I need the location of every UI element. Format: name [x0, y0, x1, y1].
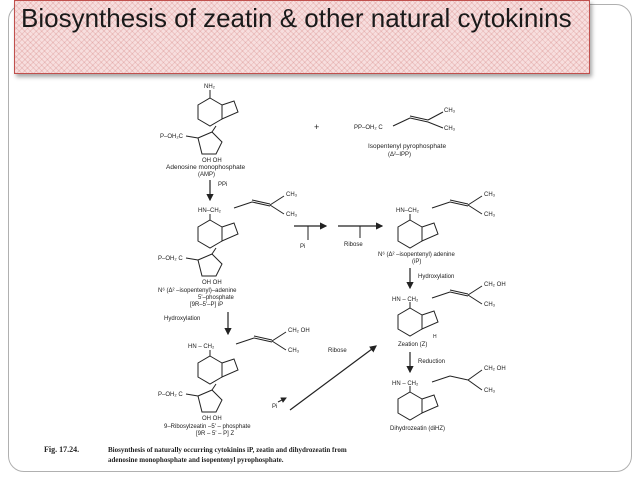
- title-box: Biosynthesis of zeatin & other natural c…: [14, 0, 590, 74]
- ribose-bottom-label: Ribose: [328, 348, 347, 354]
- dihydrozeatin-name: Dihydrozeatin (diHZ): [390, 426, 445, 432]
- pi-label: Pi: [300, 244, 305, 250]
- zeatin-ch2oh: CH₂ OH: [484, 282, 506, 288]
- ipp-name: Isopentenyl pyrophosphate: [368, 143, 446, 150]
- ipr-hn: HN–CH₂: [198, 208, 222, 214]
- dihydrozeatin-ch3: CH₃: [484, 388, 496, 394]
- arrow-pi-bottom: [277, 397, 287, 403]
- dihydrozeatin-ch2oh: CH₂ OH: [484, 366, 506, 372]
- amp-phosphate: P–OH₂C: [160, 134, 184, 140]
- biosynthesis-diagram: NH₂ P–OH₂C OH OH Adenosine monophosphate…: [44, 84, 506, 464]
- ip-structure: [397, 195, 483, 249]
- amp-abbr: (AMP): [198, 172, 215, 178]
- ribosylzeatin-name: 9–Ribosylzeatin –5' – phosphate: [164, 424, 251, 430]
- zeatin-structure: [397, 285, 483, 337]
- slide-frame: [8, 4, 632, 472]
- ribosylzeatin-ch2oh: CH₂ OH: [288, 328, 310, 334]
- slide-title: Biosynthesis of zeatin & other natural c…: [21, 3, 572, 33]
- ribosylzeatin-structure: [185, 331, 287, 413]
- ipr-structure: [185, 195, 285, 277]
- ip-ch3-top: CH₃: [484, 192, 496, 198]
- ribosylzeatin-phosphate: P–OH₂ C: [158, 392, 183, 398]
- dihydrozeatin-hn: HN – CH₂: [392, 381, 419, 387]
- ipp-ch3-bottom: CH₃: [444, 126, 456, 132]
- hydroxylation-right: Hydroxylation: [418, 274, 454, 280]
- ribose-top-label: Ribose: [344, 242, 363, 248]
- amp-structure: [185, 90, 239, 155]
- pi-bottom-label: Pi: [272, 404, 277, 410]
- ribosylzeatin-oh: OH OH: [202, 416, 222, 422]
- caption-line-2: adenosine monophosphate and isopentenyl …: [108, 456, 284, 464]
- ip-abbr: (iP): [412, 259, 421, 265]
- ribosylzeatin-hn: HN – CH₂: [188, 344, 215, 350]
- zeatin-h: H: [433, 334, 437, 340]
- hydroxylation-left: Hydroxylation: [164, 316, 200, 322]
- ipr-ch3-top: CH₃: [286, 192, 298, 198]
- ipp-abbr: (Δ²–IPP): [388, 152, 411, 158]
- amp-nh2: NH₂: [204, 84, 216, 90]
- ipr-phosphate: P–OH₂ C: [158, 256, 183, 262]
- amp-name: Adenosine monophosphate: [166, 164, 246, 171]
- ipr-oh: OH OH: [202, 280, 222, 286]
- plus-sign: +: [314, 122, 319, 132]
- ipr-name-1: N⁶ (Δ² –isopentenyl)–adenine: [158, 287, 237, 294]
- ip-hn: HN–CH₂: [396, 208, 420, 214]
- zeatin-ch3: CH₃: [484, 302, 496, 308]
- dihydrozeatin-structure: [397, 369, 483, 421]
- amp-oh: OH OH: [202, 158, 222, 164]
- ipr-name-2: 5'–phosphate: [198, 295, 235, 301]
- ribosylzeatin-ch3: CH₃: [288, 348, 300, 354]
- ip-ch3-bottom: CH₃: [484, 212, 496, 218]
- zeatin-hn: HN – CH₂: [392, 297, 419, 303]
- reduction-label: Reduction: [418, 359, 445, 365]
- ribosylzeatin-abbr: [9R – 5' – P] Z: [196, 431, 234, 437]
- ipp-structure: [392, 111, 444, 129]
- caption-line-1: Biosynthesis of naturally occurring cyto…: [108, 446, 347, 454]
- zeatin-name: Zeation (Z): [398, 342, 427, 348]
- ipr-ch3-bottom: CH₃: [286, 212, 298, 218]
- arrow-rz-to-z: [289, 345, 377, 411]
- caption-label: Fig. 17.24.: [44, 445, 79, 454]
- ipp-ch3-top: CH₃: [444, 108, 456, 114]
- ipp-group: PP–OH₂ C: [354, 125, 383, 131]
- ip-name: N⁶ (Δ² –isopentenyl) adenine: [378, 251, 456, 258]
- ipr-name-3: [9R–5'–P] iP: [190, 302, 223, 308]
- ppi-label: PPi: [218, 182, 227, 188]
